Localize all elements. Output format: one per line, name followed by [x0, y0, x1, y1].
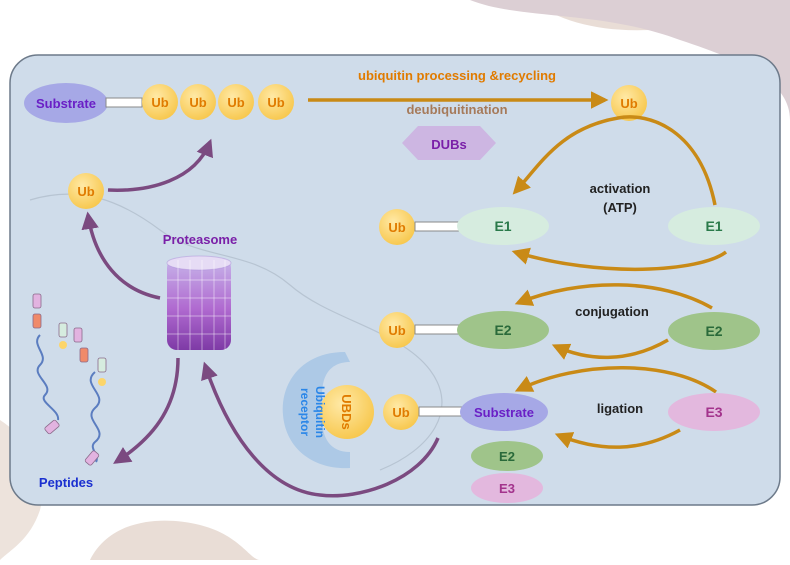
ub-e2	[379, 312, 415, 348]
ubiquitin-receptor	[282, 352, 350, 469]
ub-chain-2	[180, 84, 216, 120]
e2-bound-label: E2	[494, 322, 511, 338]
e3-free	[668, 393, 760, 431]
substrate-top-label: Substrate	[36, 96, 96, 111]
ub-free-top-label: Ub	[620, 96, 637, 111]
e1-bound	[457, 207, 549, 245]
ub-chain-1-label: Ub	[151, 95, 168, 110]
ub-chain-3-label: Ub	[227, 95, 244, 110]
ub-to-chain-arrow	[107, 138, 213, 192]
ub-free-top	[611, 85, 647, 121]
peptides-label: Peptides	[39, 475, 93, 490]
membrane-outline	[29, 193, 443, 471]
activation-arc-top	[512, 115, 717, 206]
e1-free-label: E1	[705, 218, 722, 234]
deubiquitination-label: deubiquitination	[406, 102, 507, 117]
e3-complex	[471, 473, 543, 503]
linker-top	[105, 97, 143, 108]
e3-free-label: E3	[705, 404, 722, 420]
ub-chain-2-label: Ub	[189, 95, 206, 110]
e3-complex-label: E3	[499, 481, 515, 496]
e2-free	[668, 312, 760, 350]
ubds-domain	[320, 385, 374, 439]
receptor-line2: receptor	[298, 388, 312, 436]
ub-chain-4	[258, 84, 294, 120]
e2-free-label: E2	[705, 323, 722, 339]
linker-substrate	[418, 406, 464, 417]
ub-substrate	[383, 394, 419, 430]
substrate-top	[24, 83, 108, 123]
atp-label: (ATP)	[603, 200, 637, 215]
e1-bound-label: E1	[494, 218, 511, 234]
ub-chain-1	[142, 84, 178, 120]
background-blob-right	[470, 0, 790, 120]
ubiquitin-processing-label: ubiquitin processing &recycling	[358, 68, 556, 83]
ub-chain-3	[218, 84, 254, 120]
ub-e1	[379, 209, 415, 245]
activation-label: activation	[590, 181, 651, 196]
conjugation-arc-top	[514, 283, 713, 310]
receptor-line1: Ubiquitin	[313, 386, 327, 438]
ub-substrate-label: Ub	[392, 405, 409, 420]
conjugation-label: conjugation	[575, 304, 649, 319]
linker-e1	[414, 221, 460, 232]
dubs-hexagon	[402, 126, 496, 160]
substrate-to-proteasome-arrow	[201, 361, 440, 498]
e2-bound	[457, 311, 549, 349]
dubs-label: DUBs	[431, 137, 466, 152]
proteasome-icon	[166, 255, 232, 350]
ub-free-left	[68, 173, 104, 209]
substrate-bound	[460, 393, 548, 431]
ligation-arc-top	[514, 366, 717, 394]
linker-e2	[414, 324, 460, 335]
substrate-bound-label: Substrate	[474, 405, 534, 420]
e1-free	[668, 207, 760, 245]
proteasome-label: Proteasome	[163, 232, 237, 247]
background-blob-bottom	[90, 520, 260, 560]
proteasome-to-ub-arrow	[81, 211, 161, 300]
cell-panel	[9, 54, 781, 506]
ub-e2-label: Ub	[388, 323, 405, 338]
ligation-label: ligation	[597, 401, 643, 416]
peptide-fragments-icon	[32, 293, 107, 466]
e1-return-arc	[511, 247, 728, 272]
ub-free-left-label: Ub	[77, 184, 94, 199]
e2-complex-label: E2	[499, 449, 515, 464]
ubds-label: UBDs	[339, 394, 354, 429]
ub-chain-4-label: Ub	[267, 95, 284, 110]
proteasome-to-peptides-arrow	[113, 357, 180, 464]
e3-return-arc	[554, 428, 681, 449]
e2-return-arc	[551, 338, 669, 360]
ub-e1-label: Ub	[388, 220, 405, 235]
e2-complex	[471, 441, 543, 471]
